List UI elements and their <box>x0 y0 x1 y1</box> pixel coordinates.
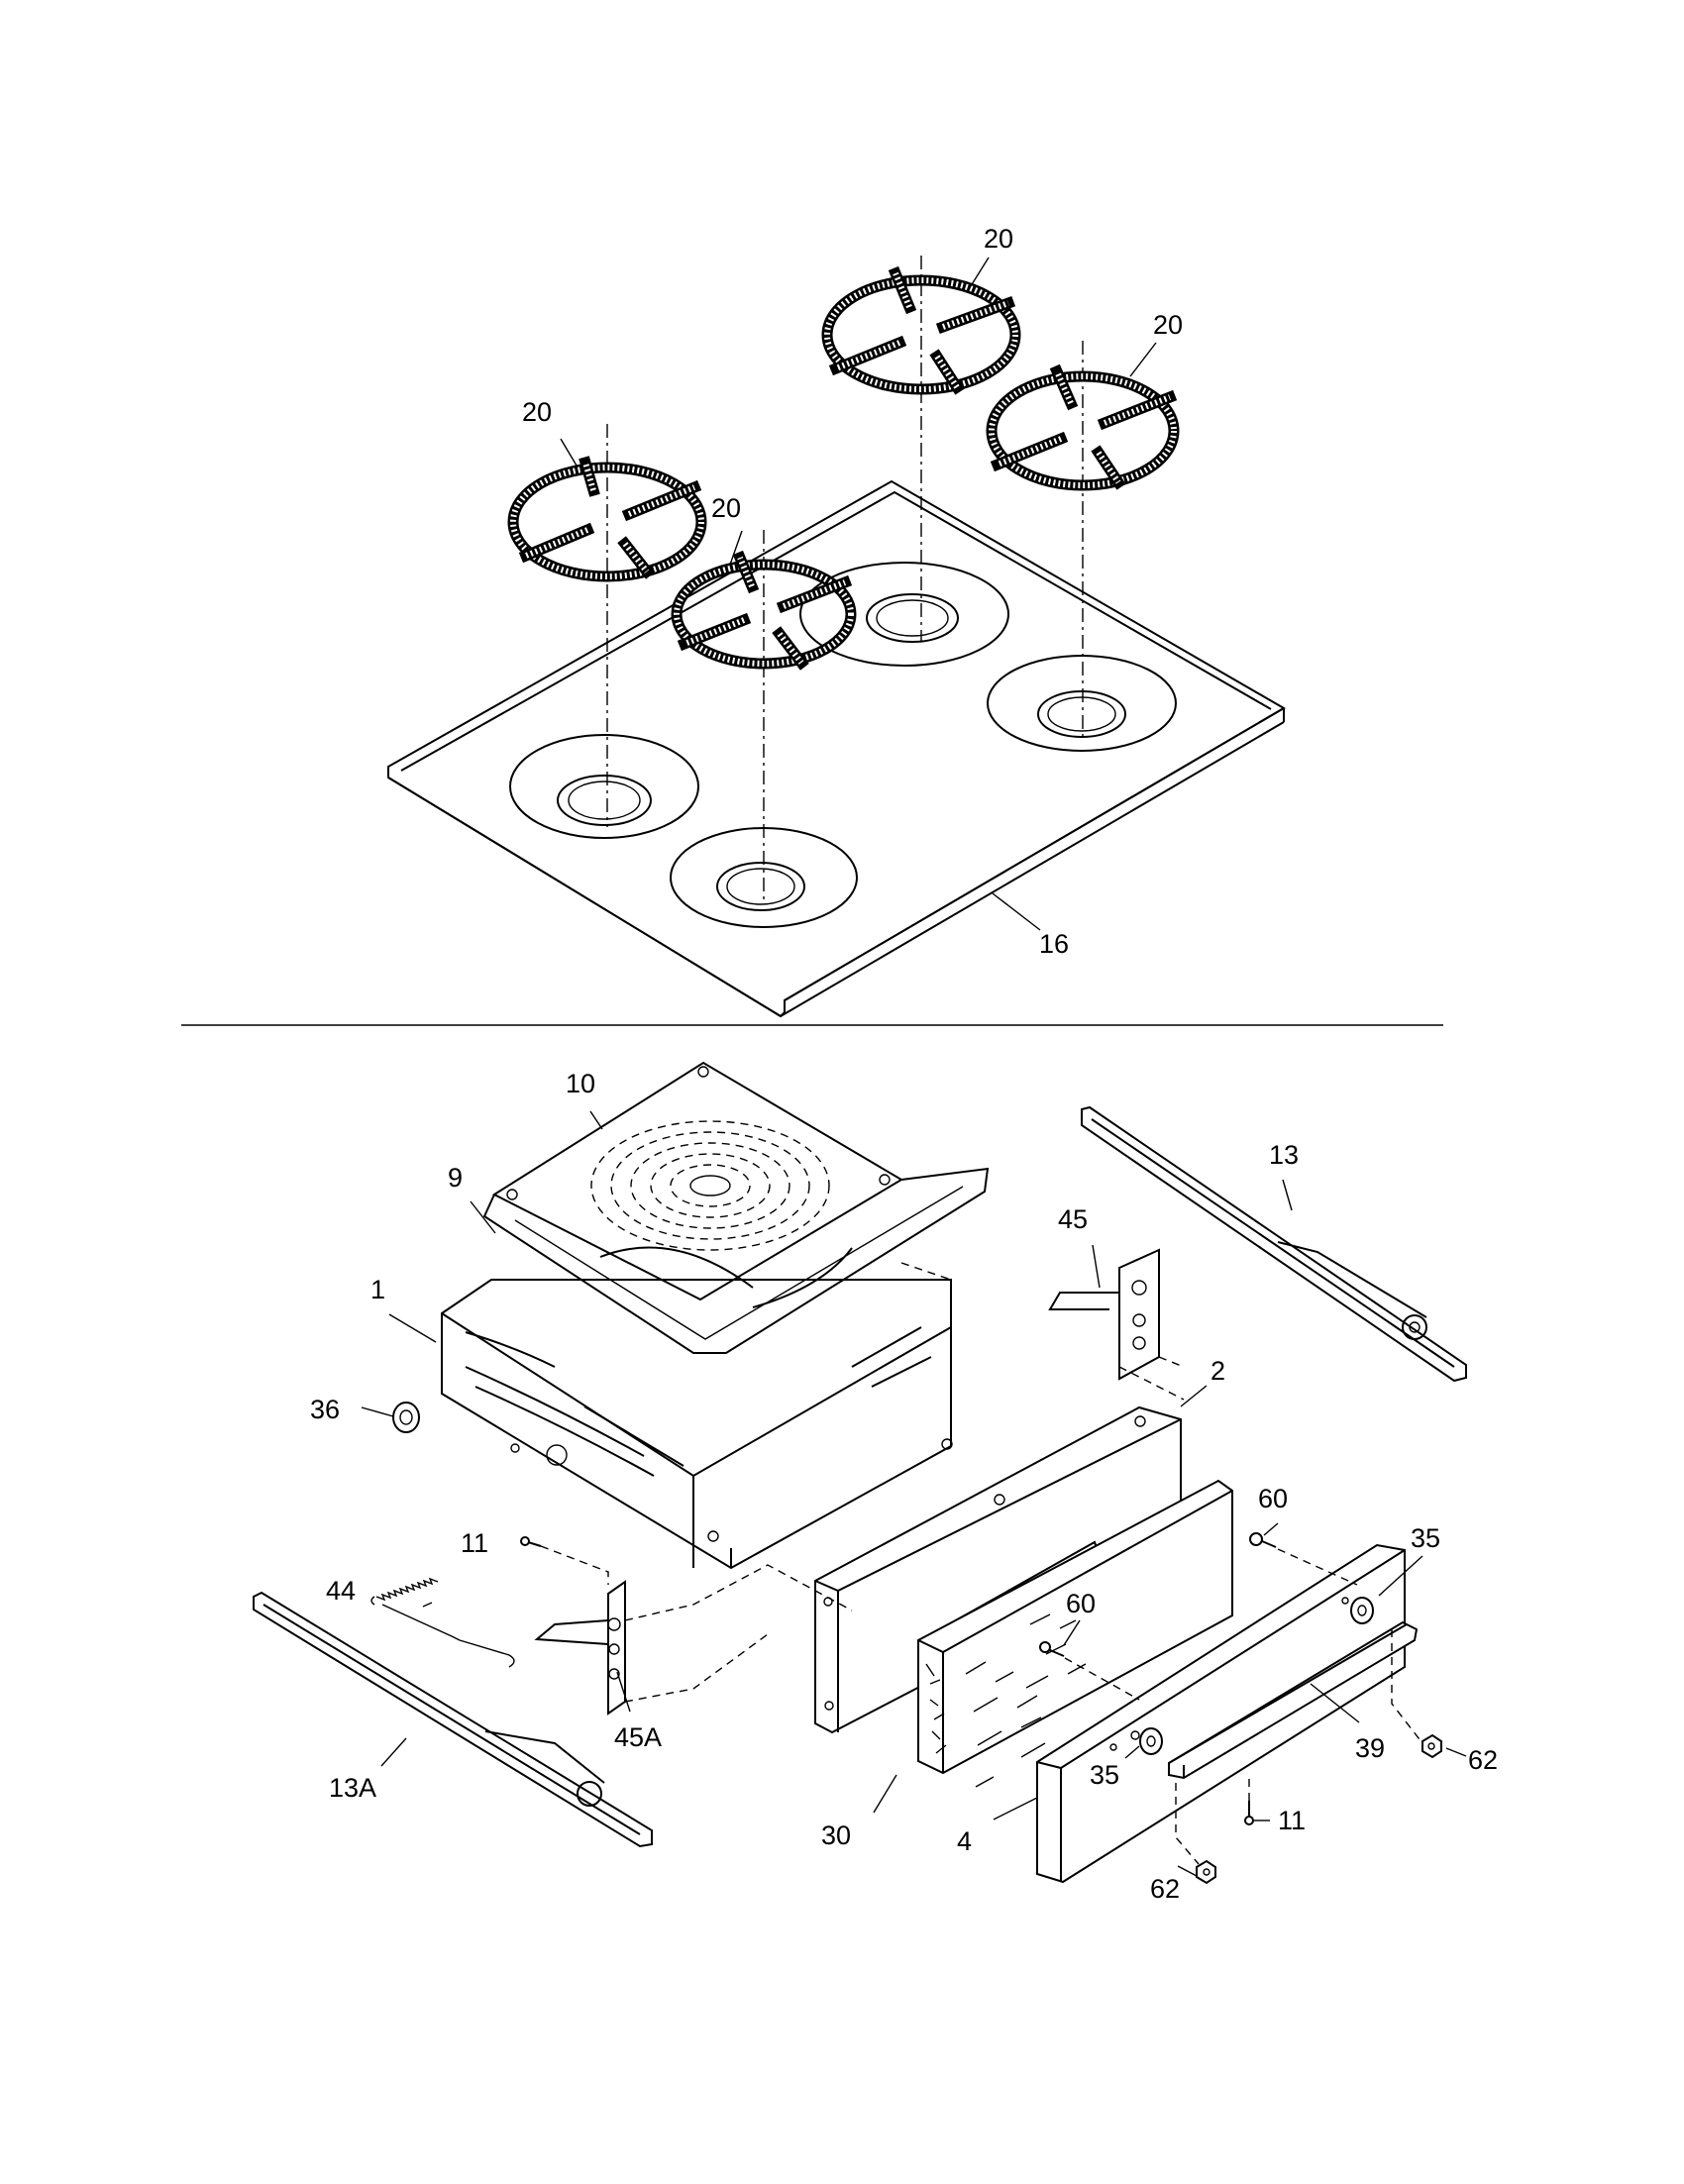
spring <box>370 1577 515 1668</box>
broiler-pan-insert <box>491 1061 903 1301</box>
burner-grate-1 <box>507 456 707 582</box>
callout-screw-lower-right: 11 <box>1278 1806 1306 1835</box>
spacer-upper <box>1350 1597 1374 1624</box>
callout-screw-upper-left: 11 <box>461 1528 488 1558</box>
burner-grate-4 <box>986 364 1180 491</box>
slide-rail-right <box>1081 1105 1467 1383</box>
callout-broiler-pan-insert: 10 <box>566 1069 595 1098</box>
drawer-panel <box>1036 1543 1406 1884</box>
callout-spring: 44 <box>326 1576 356 1606</box>
drawer-handle <box>1168 1620 1419 1780</box>
spacer-lower <box>1130 1727 1163 1755</box>
callout-cooktop: 16 <box>1039 929 1069 959</box>
callout-spacer-upper: 35 <box>1411 1523 1440 1553</box>
callout-drawer-front-inner: 2 <box>1210 1356 1225 1386</box>
callout-spacer-lower: 35 <box>1090 1760 1119 1790</box>
callout-bolt-center: 60 <box>1066 1589 1096 1618</box>
callout-bracket-left: 45A <box>614 1722 662 1752</box>
bumper <box>392 1402 420 1433</box>
screw-lower-right <box>1244 1801 1254 1825</box>
broiler-grid <box>482 1167 990 1354</box>
callout-insulation: 30 <box>821 1820 851 1850</box>
slide-rail-left <box>253 1591 653 1848</box>
bracket-left <box>534 1580 626 1716</box>
callout-nut-lower: 62 <box>1150 1874 1180 1904</box>
callout-grate-3: 20 <box>984 224 1013 254</box>
cooktop-panel <box>387 479 1286 1018</box>
callout-drawer-panel: 4 <box>957 1826 972 1856</box>
callout-broiler-frame: 1 <box>370 1275 385 1304</box>
bracket-right <box>1048 1248 1160 1381</box>
callout-slide-rail-left: 13A <box>329 1773 376 1803</box>
callout-bumper: 36 <box>310 1395 340 1424</box>
callout-grate-1: 20 <box>522 397 552 427</box>
callout-grate-2: 20 <box>711 493 741 523</box>
screw-upper-left <box>520 1536 542 1547</box>
callout-bracket-right: 45 <box>1058 1204 1088 1234</box>
callout-grate-4: 20 <box>1153 310 1183 340</box>
broiler-frame <box>441 1279 953 1570</box>
callout-bolt-upper: 60 <box>1258 1484 1288 1513</box>
burner-grate-2 <box>671 550 857 671</box>
burner-grate-3 <box>821 265 1021 395</box>
nut-lower <box>1196 1859 1216 1885</box>
callout-handle: 39 <box>1355 1733 1385 1763</box>
callout-broiler-grid: 9 <box>448 1163 463 1193</box>
bolt-center <box>1039 1641 1065 1657</box>
broiler-drawer-assembly <box>253 1061 1467 1885</box>
cooktop-assembly <box>387 256 1286 1018</box>
bolt-upper <box>1249 1532 1277 1548</box>
callout-nut-right: 62 <box>1468 1745 1498 1775</box>
nut-right <box>1421 1733 1442 1759</box>
callout-slide-rail-right: 13 <box>1269 1140 1299 1170</box>
